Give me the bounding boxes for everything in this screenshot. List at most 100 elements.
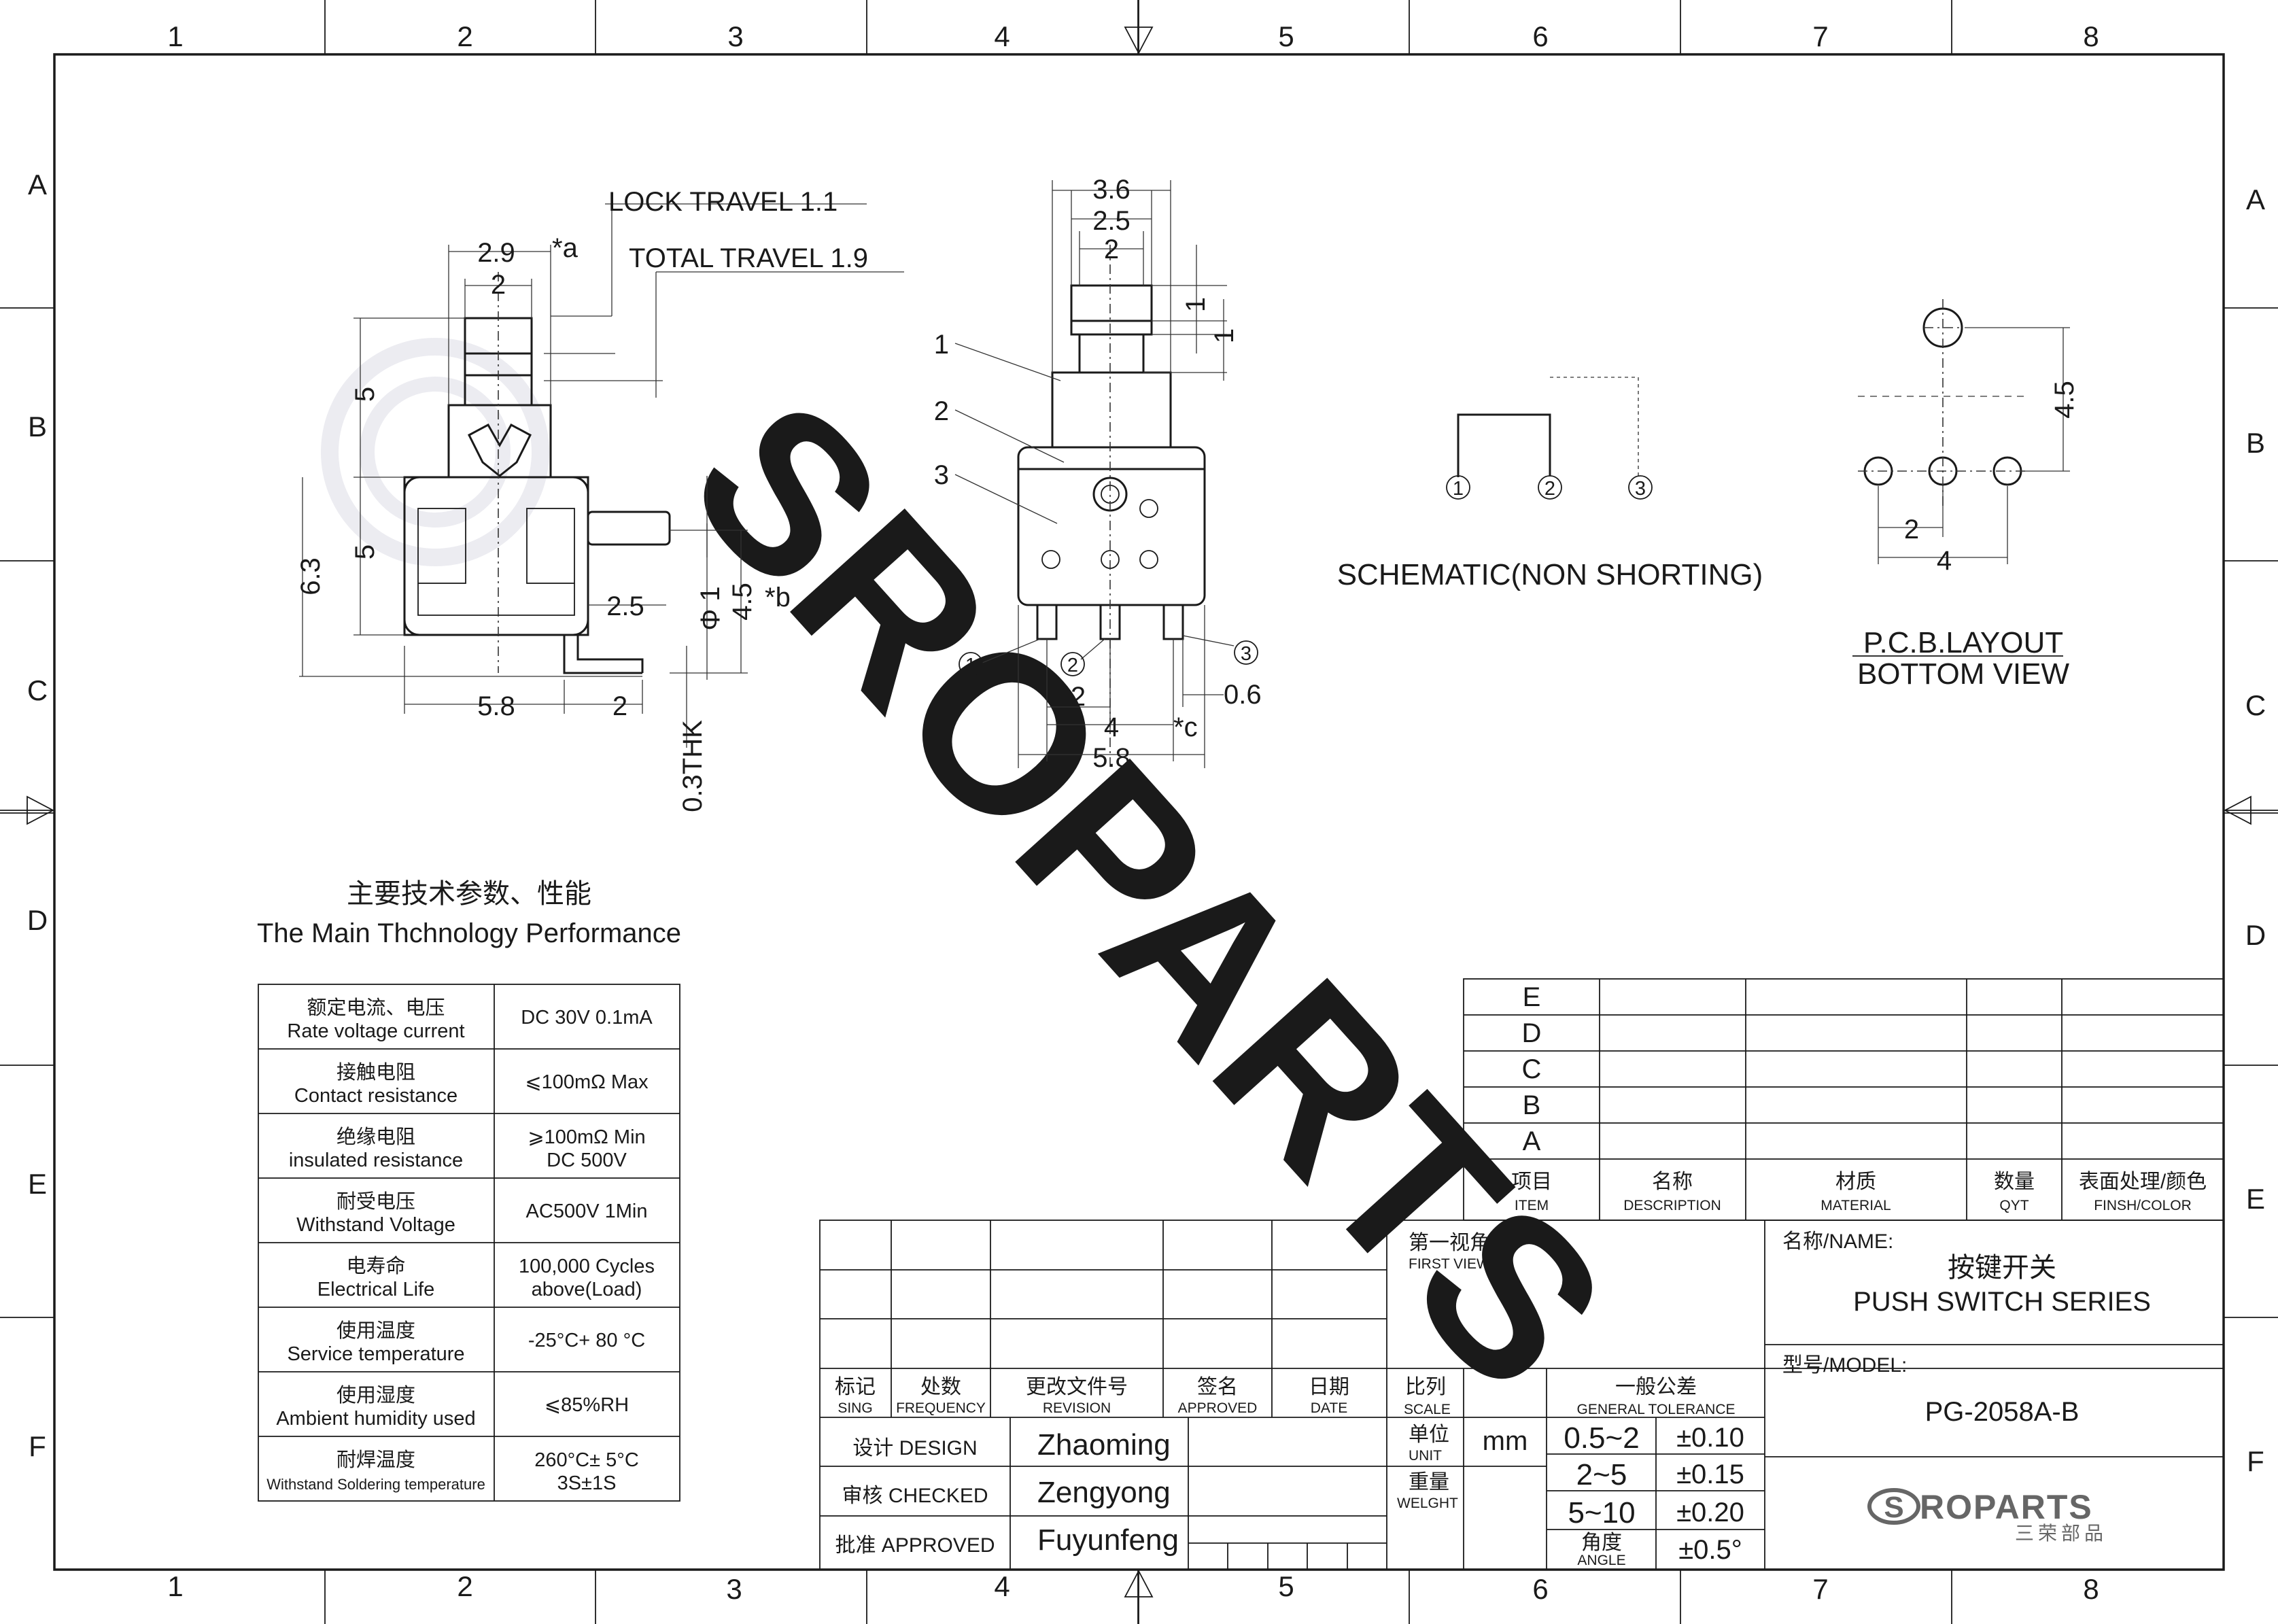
lock-travel-label: LOCK TRAVEL 1.1 [608,187,838,217]
scale-en: SCALE [1404,1402,1451,1417]
zone-row-d-right: D [2245,919,2266,951]
perf-row-0-label-en: Rate voltage current [287,1020,464,1042]
zone-row-f-left: F [29,1430,46,1462]
bom-rev-a: A [1523,1126,1541,1156]
rev-header-frequency-cn: 处数 [920,1376,961,1398]
dim-0-6: 0.6 [1224,680,1262,710]
perf-row-7-label-cn: 耐焊温度 [336,1449,415,1471]
dim-1-b: 1 [1209,328,1239,343]
item-label-3: 3 [934,460,949,490]
rev-header-date-cn: 日期 [1309,1376,1349,1398]
schematic-pin-3: 3 [1635,478,1646,500]
perf-row-7-value-2: 3S±1S [557,1472,617,1494]
zone-row-d-left: D [27,904,48,936]
performance-title-en: The Main Thchnology Performance [257,918,681,948]
zone-col-4-bottom: 4 [994,1570,1009,1602]
perf-row-4-label-en: Electrical Life [317,1279,434,1300]
item-label-1: 1 [934,330,949,360]
perf-row-3-label-cn: 耐受电压 [336,1190,415,1213]
dim-2-5-front: 2.5 [1092,206,1131,236]
zone-col-1-bottom: 1 [167,1570,183,1602]
zone-row-c-right: C [2245,689,2266,721]
tolerance-value-2: ±0.15 [1676,1459,1744,1489]
bom-header-description-cn: 名称 [1652,1171,1693,1193]
schematic-pin-2: 2 [1544,478,1555,500]
zone-row-c-left: C [27,674,48,706]
pcb-dim-4: 4 [1937,546,1952,576]
zone-row-e-left: E [28,1168,47,1200]
item-label-2: 2 [934,396,949,426]
pcb-caption-2: BOTTOM VIEW [1857,657,2070,691]
pcb-dim-2: 2 [1904,515,1919,545]
perf-row-0-value-1: DC 30V 0.1mA [521,1007,653,1029]
rev-header-revision-cn: 更改文件号 [1026,1376,1128,1398]
zone-col-3-top: 3 [727,20,743,52]
bom-table: E D C B A 项目 ITEM 名称 DESCRIPTION 材质 MATE… [1463,978,2224,1221]
bom-rev-d: D [1522,1018,1542,1048]
zone-col-4-top: 4 [994,20,1009,52]
zone-col-7-bottom: 7 [1812,1573,1828,1605]
schematic: 1 2 3 SCHEMATIC(NON SHORTING) [1337,377,1763,591]
checked-name: Zengyong [1037,1476,1171,1509]
scale-cn: 比列 [1405,1376,1446,1398]
pcb-dim-4-5: 4.5 [2050,381,2079,419]
logo-s-glyph: S [1884,1491,1903,1524]
logo-cn: 三荣部品 [2015,1523,2107,1544]
dim-6-3: 6.3 [296,557,326,595]
model-number: PG-2058A-B [1925,1397,2079,1427]
bom-header-description-en: DESCRIPTION [1623,1198,1721,1213]
rev-header-sing-cn: 标记 [835,1376,876,1398]
zone-col-2-top: 2 [457,20,472,52]
dim-2-bottom: 2 [612,691,627,721]
perf-row-6-value-1: ⩽85%RH [545,1394,629,1416]
dim-4-5: 4.5 [727,583,757,621]
zone-row-a-left: A [28,169,47,201]
perf-row-6-label-en: Ambient humidity used [276,1408,475,1430]
bom-header-material-en: MATERIAL [1820,1198,1891,1213]
dim-5-8-side: 5.8 [477,691,515,721]
perf-row-5-value-1: -25°C+ 80 °C [528,1330,645,1351]
bom-header-material-cn: 材质 [1835,1171,1876,1193]
tolerance-range-3: 5~10 [1568,1496,1635,1530]
design-label: 设计 DESIGN [852,1437,977,1459]
rev-header-revision-en: REVISION [1043,1400,1111,1416]
perf-row-2-label-cn: 绝缘电阻 [336,1126,415,1148]
schematic-pin-1: 1 [1453,478,1464,500]
dim-pitch-4: 4 [1104,712,1119,742]
dim-note-c: *c [1173,712,1198,742]
weight-cn: 重量 [1409,1471,1449,1493]
dim-0-3-thk: 0.3THK [678,720,708,812]
approved-name: Fuyunfeng [1037,1523,1179,1557]
pcb-layout: 4.5 2 4 P.C.B.LAYOUT BOTTOM VIEW [1852,299,2079,691]
zone-col-2-bottom: 2 [457,1570,472,1602]
watermark-text: SROPARTS [644,353,1654,1435]
performance-title-cn: 主要技术参数、性能 [347,879,591,909]
zone-col-8-top: 8 [2083,20,2099,52]
dim-2-9: 2.9 [477,238,515,268]
zone-col-6-top: 6 [1532,20,1548,52]
perf-row-4-value-2: above(Load) [532,1279,642,1300]
first-view-en: FIRST VIEW [1409,1256,1490,1272]
logo-text: ROPARTS [1920,1488,2093,1526]
zone-col-7-top: 7 [1812,20,1828,52]
zone-col-1-top: 1 [167,20,183,52]
front-pin-label-2: 2 [1067,655,1078,676]
bom-rev-e: E [1523,982,1541,1012]
total-travel-label: TOTAL TRAVEL 1.9 [629,243,868,273]
front-pin-label-1: 1 [965,655,976,676]
zone-col-5-bottom: 5 [1278,1570,1294,1602]
bom-header-finish-cn: 表面处理/颜色 [2079,1171,2207,1193]
angle-en: ANGLE [1577,1553,1625,1568]
dim-3-6: 3.6 [1092,175,1131,205]
model-label: 型号/MODEL: [1782,1354,1907,1377]
name-label: 名称/NAME: [1782,1230,1893,1253]
dim-5-mid: 5 [350,545,380,559]
side-view: LOCK TRAVEL 1.1 TOTAL TRAVEL 1.9 2.9 *a … [296,187,904,812]
zone-row-f-right: F [2247,1445,2264,1477]
approved-label: 批准 APPROVED [835,1534,995,1557]
angle-tolerance: ±0.5° [1678,1535,1742,1565]
perf-row-0-label-cn: 额定电流、电压 [307,997,445,1019]
perf-row-5-label-en: Service temperature [287,1343,464,1365]
